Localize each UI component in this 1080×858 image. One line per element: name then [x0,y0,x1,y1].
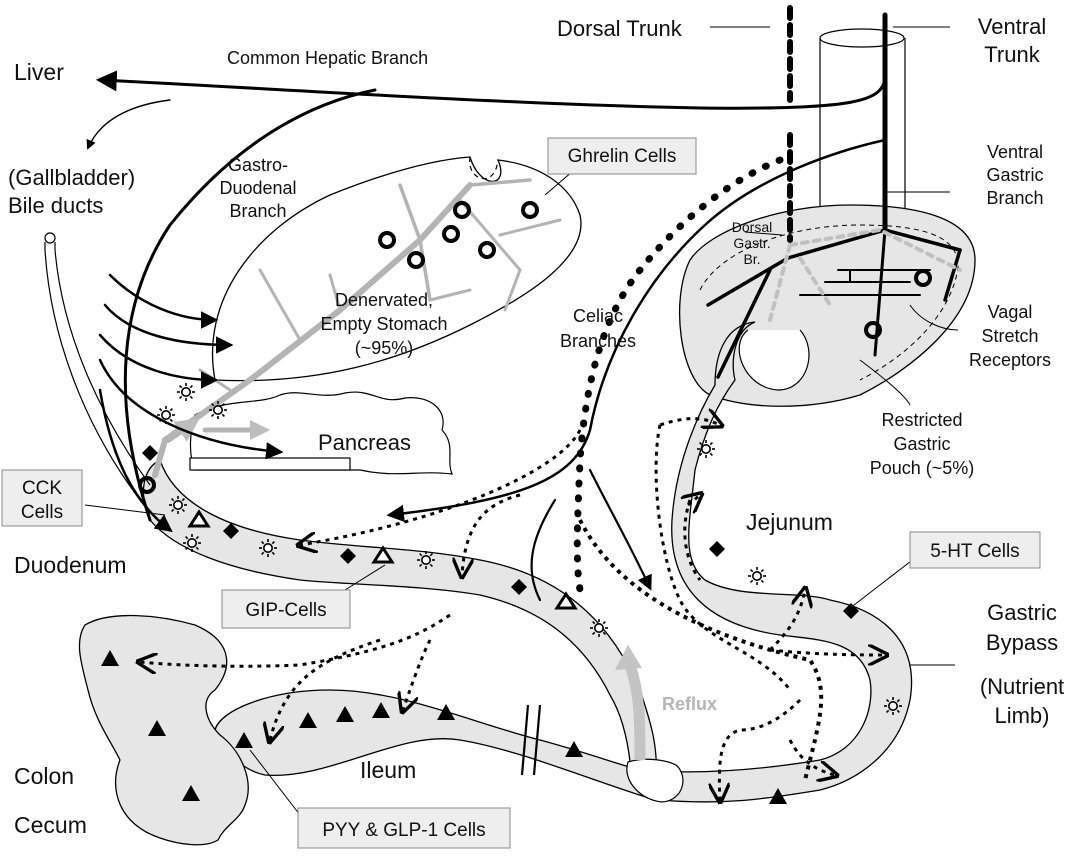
pyy-glp1-cells-box: PYY & GLP-1 Cells [297,807,511,849]
colon-label: Colon [14,763,74,789]
ventral-trunk-label-line2: Trunk [984,42,1040,67]
5ht-cells-box: 5-HT Cells [909,531,1041,569]
ventral-gastric-branch-label-line2: Gastric [986,165,1043,185]
ileum-label: Ileum [360,757,416,783]
cecum-label: Cecum [14,812,87,838]
5ht-cells-label: 5-HT Cells [930,541,1019,562]
stomach-label-line2: Empty Stomach [320,314,447,334]
nutrient-limb-label-line1: (Nutrient [980,674,1064,699]
duodenum-label: Duodenum [14,552,127,578]
nutrient-limb-label-line2: Limb) [994,703,1049,728]
dorsal-trunk-nerves [573,5,962,594]
celiac-branches-label-line1: Celiac [573,306,623,326]
dorsal-gastr-br-label-line3: Br. [743,251,760,267]
pancreas-label: Pancreas [318,430,411,455]
ventral-gastric-branch-label-line1: Ventral [987,142,1043,162]
gastric-pouch-label-line2: Gastric [893,434,950,454]
reflux-label: Reflux [662,694,717,714]
ghrelin-cells-label: Ghrelin Cells [568,146,677,167]
gastroduodenal-label-line1: Gastro- [228,155,288,175]
vagal-stretch-receptors-label-line3: Receptors [969,350,1051,370]
reflux-arrow [622,657,646,761]
reflux-arrow-head [615,645,642,670]
stomach-label-line1: Denervated, [335,290,433,310]
gastric-bypass-label-line2: Bypass [986,630,1058,655]
ventral-trunk-label-line1: Ventral [978,14,1047,39]
pancreas [189,391,453,475]
jejunum-label: Jejunum [746,509,833,535]
bile-duct [44,232,151,501]
vagal-stretch-receptors-label-line1: Vagal [988,302,1033,322]
common-hepatic-branch-label: Common Hepatic Branch [227,48,428,68]
pyy-glp1-cells-label: PYY & GLP-1 Cells [322,820,485,841]
vagal-stretch-receptors-label-line2: Stretch [981,326,1038,346]
gastroduodenal-label-line2: Duodenal [219,178,296,198]
ventral-trunk-tube [819,28,906,225]
gastric-bypass-label-line1: Gastric [987,600,1057,625]
intestine [78,321,913,846]
dorsal-trunk-label: Dorsal Trunk [557,16,683,41]
gip-cells-box: GIP-Cells [221,589,351,629]
bile-ducts-label: Bile ducts [8,193,103,218]
liver-label: Liver [14,59,64,85]
ventral-gastric-branch-label-line3: Branch [986,188,1043,208]
vagus-nerves [86,12,962,602]
stomach-remnant [211,156,582,382]
afferent-dotted-arrows [140,419,885,800]
dorsal-gastr-br-label-line1: Dorsal [732,219,772,235]
ghrelin-cells-box: Ghrelin Cells [547,137,697,175]
leader-lines [84,26,959,816]
cck-cells-label-line1: CCK [22,478,62,499]
gallbladder-label: (Gallbladder) [8,165,135,190]
gastric-pouch-label-line1: Restricted [881,410,962,430]
cck-cells-box: CCK Cells [1,469,83,527]
gastroduodenal-label-line3: Branch [229,201,286,221]
stomach-label-line3: (~95%) [355,338,414,358]
celiac-branches-label-line2: Branches [560,331,636,351]
gastric-pouch-label-line3: Pouch (~5%) [870,458,975,478]
gip-cells-label: GIP-Cells [245,600,326,621]
denervated-vagal-branches [152,178,562,478]
cck-cells-label-line2: Cells [21,502,63,523]
dorsal-gastr-br-label-line2: Gastr. [733,235,770,251]
